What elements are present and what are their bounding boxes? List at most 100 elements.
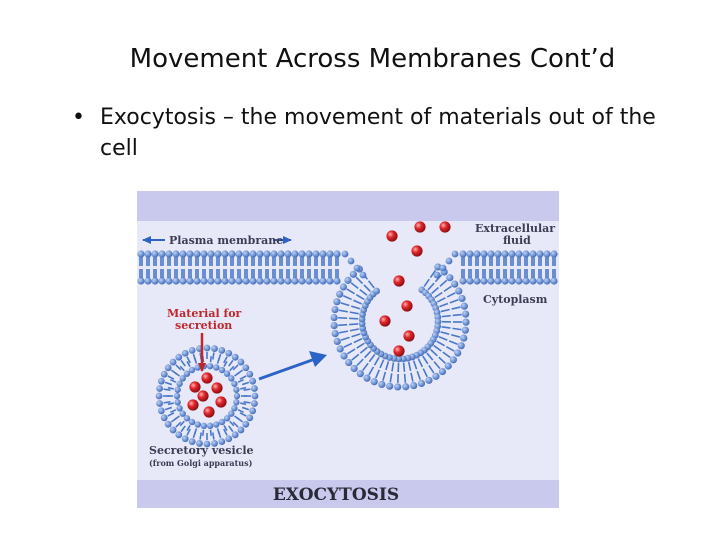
secretion-particle [187, 399, 199, 411]
lipid-head [233, 392, 241, 400]
lipid-head [251, 400, 258, 407]
lipid-tail [355, 294, 365, 301]
lipid-tail [350, 305, 361, 310]
lipid-head [270, 277, 278, 285]
lipid-head [432, 372, 440, 380]
exocytosis-svg: Plasma membrane Extracellular fluid Cyto… [137, 191, 559, 508]
lipid-head [157, 377, 165, 385]
lipid-head [165, 250, 173, 258]
lipid-head [203, 440, 211, 448]
lipid-head [425, 376, 433, 384]
lipid-tail [209, 429, 212, 436]
lipid-head [459, 277, 467, 285]
exocytosis-diagram: Plasma membrane Extracellular fluid Cyto… [137, 191, 559, 508]
lipid-head [410, 381, 418, 390]
lipid-tail [167, 412, 175, 417]
secretion-particle [414, 221, 426, 233]
lipid-tail [223, 425, 228, 432]
lipid-head [529, 250, 537, 258]
lipid-head [508, 250, 516, 258]
lipid-head [454, 349, 462, 357]
lipid-head [543, 250, 551, 258]
lipid-tail [423, 278, 430, 288]
lipid-head [451, 250, 459, 258]
lipid-head [515, 250, 523, 258]
lipid-head [183, 370, 191, 377]
lipid-tail [441, 314, 451, 318]
lipid-head [501, 250, 509, 258]
secretion-particle [393, 275, 405, 287]
lipid-head [175, 353, 183, 361]
lipid-head [349, 270, 357, 278]
lipid-tail [223, 428, 228, 436]
lipid-tail [434, 291, 443, 299]
lipid-head [164, 420, 172, 428]
bullet-glyph: • [72, 105, 85, 130]
secretion-particle [203, 406, 215, 418]
lipid-head [228, 277, 236, 285]
lipid-tail [346, 348, 356, 355]
lipid-head [196, 440, 203, 447]
lipid-head [223, 370, 231, 377]
lipid-tail [426, 352, 434, 361]
secretion-particle [189, 381, 201, 393]
lipid-head [445, 257, 453, 265]
lipid-tail [355, 276, 364, 285]
lipid-head [231, 431, 239, 439]
lipid-head [176, 405, 183, 412]
lipid-head [172, 250, 180, 258]
lipid-head [225, 349, 233, 357]
lipid-head [200, 422, 208, 430]
secretion-particle [401, 300, 413, 312]
lipid-tail [174, 371, 180, 377]
lipid-head [169, 426, 177, 434]
lipid-tail [353, 338, 363, 344]
lipid-head [137, 277, 145, 285]
lipid-head [228, 410, 235, 417]
lipid-tail [367, 280, 375, 289]
lipid-head [330, 313, 338, 322]
lipid-head [373, 287, 381, 295]
lipid-head [228, 375, 235, 382]
lipid-tail [351, 353, 360, 361]
lipid-head [263, 250, 271, 258]
lipid-head [200, 277, 208, 285]
lipid-head [223, 415, 231, 422]
exocytosis-banner: EXOCYTOSIS [273, 485, 399, 505]
lipid-head [194, 421, 201, 428]
lipid-head [356, 370, 364, 378]
lipid-head [417, 379, 426, 388]
lipid-tail [434, 274, 443, 283]
lipid-head [188, 438, 196, 446]
lipid-head [235, 250, 243, 258]
lipid-tail [228, 359, 234, 367]
lipid-head [305, 277, 313, 285]
lipid-tail [350, 282, 359, 290]
lipid-head [508, 277, 516, 285]
lipid-tail [186, 360, 191, 367]
lipid-head [333, 298, 341, 306]
lipid-tail [216, 428, 221, 435]
lipid-tail [180, 359, 186, 367]
lipid-tail [440, 331, 450, 335]
lipid-head [158, 277, 166, 285]
lipid-head [473, 277, 481, 285]
lipid-tail [450, 333, 461, 338]
lipid-tail [407, 361, 412, 372]
lipid-head [451, 280, 459, 288]
lipid-head [466, 250, 474, 258]
lipid-tail [443, 285, 452, 293]
lipid-head [249, 250, 257, 258]
lipid-tail [232, 421, 239, 428]
lipid-head [249, 377, 257, 385]
lipid-tail [349, 311, 359, 315]
lipid-head [446, 274, 454, 282]
lipid-tail [439, 279, 448, 287]
lipid-head [181, 349, 189, 357]
lipid-head [438, 367, 447, 376]
material-label-line1: Material for [167, 307, 242, 320]
lipid-head [218, 346, 226, 354]
material-label-line2: secretion [175, 319, 232, 332]
lipid-head [169, 358, 177, 366]
lipid-tail [167, 386, 174, 390]
